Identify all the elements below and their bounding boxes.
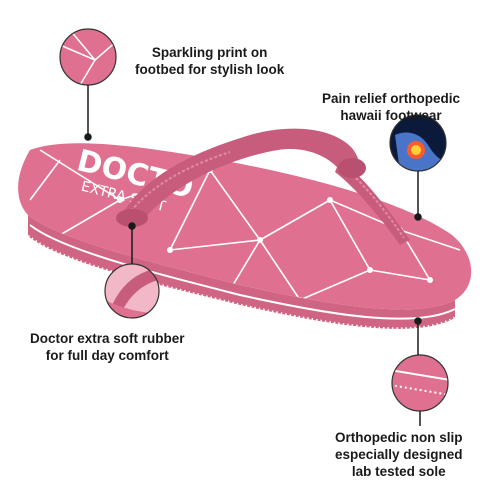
pointer-lines <box>84 85 422 426</box>
callout-pain-relief: Pain relief orthopedic hawaii footwear <box>322 91 461 123</box>
callout-footbed-print: Sparkling print on footbed for stylish l… <box>135 45 285 77</box>
strap <box>116 128 410 245</box>
callout-circle-sole <box>391 354 449 412</box>
sandal-icon: DOCTO EXTRA SOFT <box>18 128 472 331</box>
callout-circle-print <box>59 28 117 86</box>
callout-soft-rubber: Doctor extra soft rubber for full day co… <box>30 331 185 363</box>
callout-non-slip-sole: Orthopedic non slip especially designed … <box>335 430 463 479</box>
